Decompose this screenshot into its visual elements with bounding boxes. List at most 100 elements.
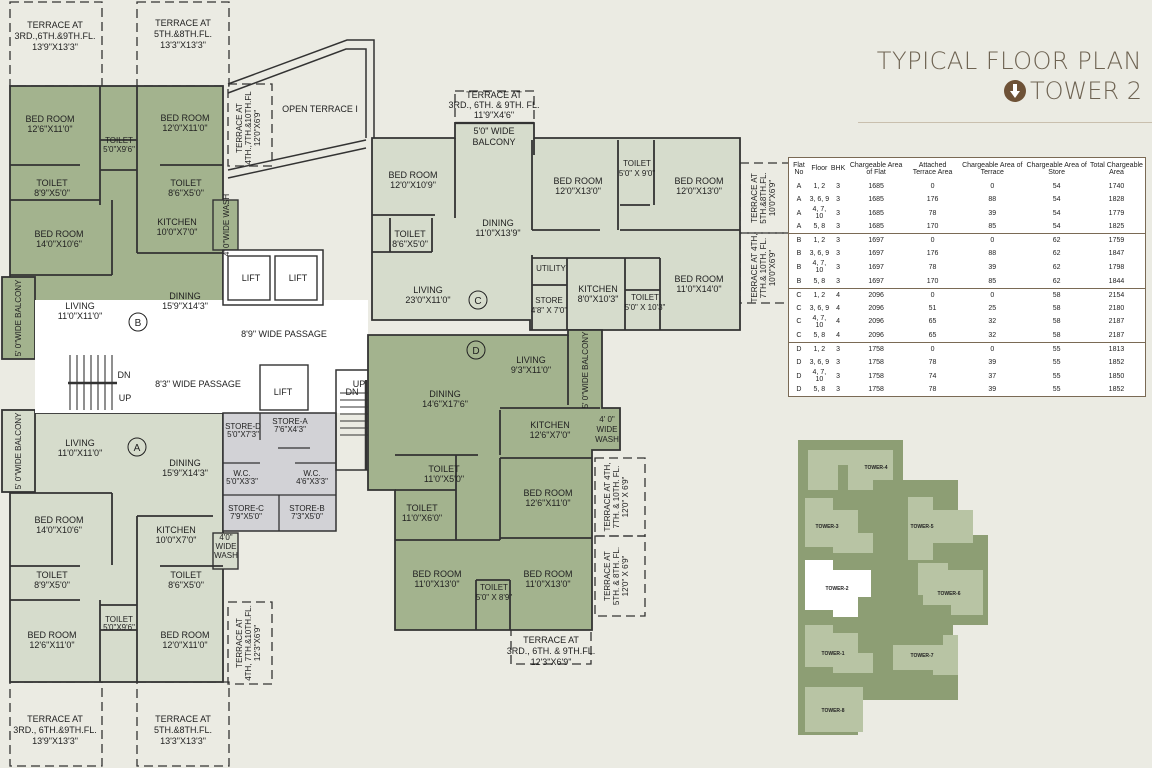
table-cell: 1852 (1108, 358, 1125, 366)
room-size: 12'0"X11'0" (162, 640, 207, 650)
table-cell: 1685 (868, 223, 884, 231)
tower-name: TOWER 2 (1029, 77, 1142, 105)
column-header: Chargeable Area of Store (1026, 161, 1087, 177)
room-name: BED ROOM (674, 274, 723, 284)
terrace-label: 5TH.&8TH.FL. (154, 29, 212, 39)
room-size: 9'3"X11'0" (511, 365, 551, 375)
passage-label: 8'9" WIDE PASSAGE (241, 329, 327, 339)
flat-a-walls (10, 492, 223, 682)
room-name: LIVING (516, 355, 546, 365)
flat-c-marker-label: C (474, 296, 481, 307)
table-cell: 3, 6, 9 (809, 304, 830, 312)
table-cell: 2096 (868, 331, 884, 339)
room-name: LIVING (413, 285, 443, 295)
terrace-label: TERRACE AT (155, 714, 211, 724)
room-name: LIVING (65, 438, 95, 448)
room-name: 12'0"X11'0" (162, 123, 207, 133)
table-cell: 3 (836, 358, 841, 366)
table-cell: 176 (926, 250, 939, 258)
table-cell: 1, 2 (808, 287, 830, 302)
table-cell: B (796, 277, 802, 285)
table-cell: D (796, 372, 802, 380)
table-cell: 4, 7, 10 (812, 369, 827, 384)
table-cell: 39 (988, 386, 997, 394)
lift-label: LIFT (289, 273, 308, 283)
room-size: 14'0"X10'6" (36, 525, 82, 535)
passage-label: 8'3" WIDE PASSAGE (155, 379, 241, 389)
table-cell: 2096 (846, 287, 906, 302)
table-cell: 55 (1052, 372, 1061, 380)
room-name: TOILET (170, 178, 202, 188)
room-name: UTILITY (536, 264, 566, 273)
down-arrow-circle-icon (1003, 80, 1026, 102)
table-cell: 4, 7, 10 (812, 314, 827, 329)
terrace-label: TERRACE AT (155, 18, 211, 28)
store-size: 7'9"X5'0" (230, 512, 262, 521)
tower-5-block (908, 497, 973, 560)
room-name: KITCHEN (157, 217, 197, 227)
table-cell: 39 (988, 358, 997, 366)
room-size: 14'0"X10'6" (36, 239, 82, 249)
room-name: BED ROOM (674, 176, 723, 186)
table-cell: 85 (988, 223, 997, 231)
room-name: TOILET (428, 464, 460, 474)
table-cell: B (796, 263, 802, 271)
terrace-label: 10'0"X6'9" (768, 180, 777, 216)
table-cell: 2096 (868, 304, 884, 312)
flat-d-marker (466, 340, 486, 360)
room-name: TOILET (394, 229, 426, 239)
room-name: TOILET (170, 570, 202, 580)
table-cell: 2187 (1108, 331, 1125, 339)
balcony-label: 5' 0"WIDE BALCONY (14, 412, 23, 489)
table-cell: C (788, 287, 809, 302)
table-cell: 37 (988, 372, 997, 380)
table-cell: B (788, 233, 809, 248)
table-cell: 176 (926, 196, 939, 204)
terrace-label: 12'3"X6'9" (253, 625, 262, 661)
room-name: BED ROOM (160, 630, 209, 640)
room-name: BED ROOM (523, 488, 572, 498)
flat-d-marker-label: D (472, 346, 479, 357)
room-name: TOILET (105, 136, 133, 145)
wash-label: WASH (214, 551, 238, 560)
terrace-label: 12'3"X6'9" (531, 657, 572, 667)
room-size: 12'0"X10'9" (390, 180, 436, 190)
room-size: 11'0"X11'0" (58, 311, 103, 321)
room-size: 12'6"X11'0" (29, 640, 74, 650)
tower-label: TOWER-2 (826, 586, 849, 592)
balcony-label: 5' 0"WIDE BALCONY (14, 279, 23, 356)
table-cell: 0 (930, 183, 935, 191)
column-header: Flat No (793, 161, 805, 177)
table-cell: 85 (988, 277, 997, 285)
room-size: 11'0"X13'9" (475, 228, 520, 238)
site-key-plan: TOWER-4 TOWER-3 TOWER-5 TOWER-2 TOWER-6 … (798, 440, 988, 735)
table-cell: 0 (905, 233, 960, 248)
table-cell: 4 (829, 287, 847, 302)
room-size: 8'9"X5'0" (34, 188, 70, 198)
terrace-label: 12'0" X 6'9" (621, 555, 630, 596)
table-cell: 3 (836, 250, 841, 258)
table-cell: 3 (836, 183, 841, 191)
room-size: 5'0" X 10'3" (625, 303, 666, 312)
table-cell: 55 (1025, 341, 1088, 356)
table-cell: 32 (988, 331, 997, 339)
table-cell: 78 (928, 386, 937, 394)
table-cell: 1, 2 (808, 233, 830, 248)
terrace-label: 13'3"X13'3" (160, 736, 206, 746)
table-cell: 3 (836, 223, 841, 231)
store-size: 7'3"X5'0" (291, 512, 323, 521)
table-cell: 1697 (868, 277, 884, 285)
terrace-label: 12'0" X 6'9" (621, 476, 630, 517)
table-cell: 78 (928, 209, 937, 217)
table-cell: 55 (1052, 386, 1061, 394)
store-name: STORE-B (289, 504, 324, 513)
table-cell: 4 (836, 331, 841, 339)
room-name: BED ROOM (388, 170, 437, 180)
terrace-label: TERRACE AT (603, 551, 612, 601)
wash-label: WIDE (216, 542, 237, 551)
title-line-2: TOWER 2 (1003, 76, 1142, 106)
tower-label: TOWER-4 (865, 465, 888, 471)
